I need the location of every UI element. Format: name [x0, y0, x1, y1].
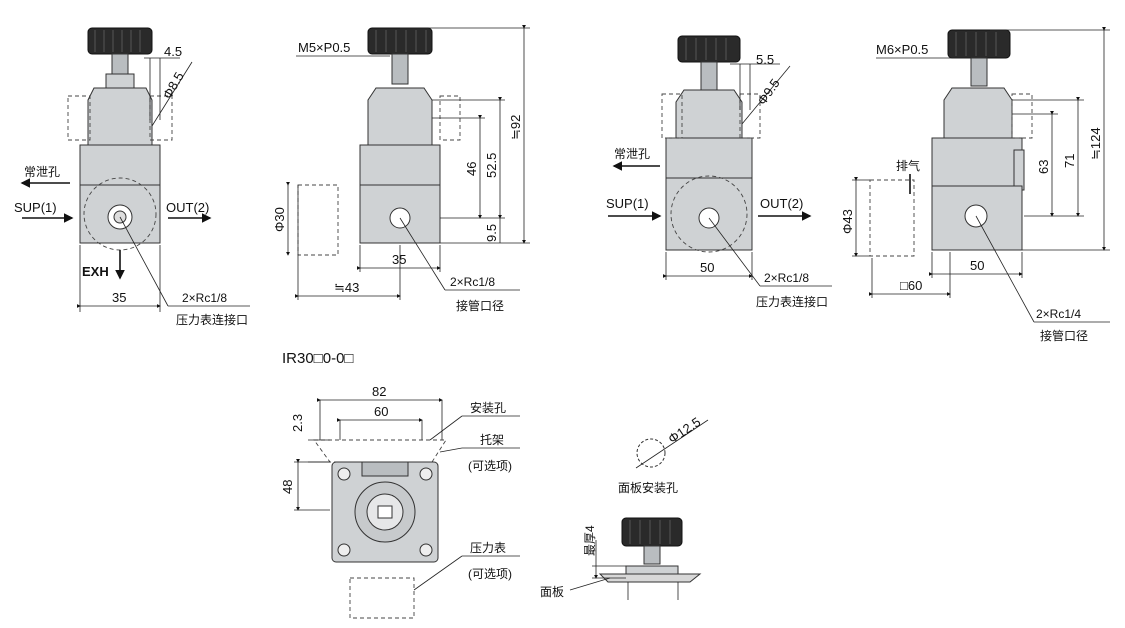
v5-dim-2-3: 2.3: [290, 414, 305, 432]
v5-label-mount-hole: 安装孔: [470, 400, 506, 415]
v5-label-optional-2: (可选项): [468, 567, 512, 581]
v6-label-panel: 面板: [540, 585, 564, 599]
v2-callout-line1: 2×Rc1/8: [450, 275, 495, 289]
v4-dim-50: 50: [970, 258, 984, 273]
v4-dim-square-60: □60: [900, 278, 922, 293]
v2-dim-46: 46: [464, 162, 479, 176]
v1-label-exh: EXH: [82, 264, 109, 279]
v1-dim-4-5: 4.5: [164, 44, 182, 59]
v3-label-supply-hole: 常泄孔: [614, 147, 650, 161]
v2-dim-35: 35: [392, 252, 406, 267]
v3-dim-50: 50: [700, 260, 714, 275]
view3-front: [608, 35, 832, 287]
v5-dim-60: 60: [374, 404, 388, 419]
v3-label-sup: SUP(1): [606, 196, 649, 211]
v5-label-optional-1: (可选项): [468, 459, 512, 473]
v3-label-out: OUT(2): [760, 196, 803, 211]
v2-dim-92: ≒92: [508, 115, 523, 140]
v3-callout-line1: 2×Rc1/8: [764, 271, 809, 285]
v2-dim-9-5: 9.5: [484, 224, 499, 242]
v1-dim-35: 35: [112, 290, 126, 305]
v4-callout-line2: 接管口径: [1040, 328, 1088, 343]
v4-label-exhaust: 排气: [896, 158, 920, 173]
view2-side: [286, 24, 530, 300]
v1-label-out: OUT(2): [166, 200, 209, 215]
v4-callout-line1: 2×Rc1/4: [1036, 307, 1081, 321]
v4-dim-phi-43: Φ43: [840, 209, 855, 234]
v1-callout-line1: 2×Rc1/8: [182, 291, 227, 305]
v4-dim-63: 63: [1036, 160, 1051, 174]
v6-dim-phi-12-5: Φ12.5: [665, 414, 703, 446]
v5-model-code: IR30□0-0□: [282, 350, 353, 367]
v4-thread: M6×P0.5: [876, 42, 928, 57]
v2-callout-line2: 接管口径: [456, 298, 504, 313]
view4-side: [852, 26, 1110, 323]
v3-callout-line2: 压力表连接口: [756, 294, 828, 309]
v2-thread: M5×P0.5: [298, 40, 350, 55]
v2-dim-phi-30: Φ30: [272, 207, 287, 232]
v4-dim-71: 71: [1062, 154, 1077, 168]
view1-front: [20, 27, 250, 312]
v5-dim-82: 82: [372, 384, 386, 399]
v6-label-thickness: 最厚4: [583, 525, 597, 556]
v2-dim-52-5: 52.5: [484, 153, 499, 178]
view6-panel: [569, 419, 709, 600]
knob: [87, 27, 153, 55]
v1-label-sup: SUP(1): [14, 200, 57, 215]
v5-label-bracket: 托架: [480, 433, 504, 447]
v2-dim-43: ≒43: [334, 280, 359, 295]
v1-dim-phi-8-5: Φ8.5: [160, 69, 187, 101]
v4-dim-124: ≒124: [1088, 127, 1103, 160]
view5-top: [294, 398, 520, 619]
v3-dim-5-5: 5.5: [756, 52, 774, 67]
v5-dim-48: 48: [280, 480, 295, 494]
v6-label-panel-hole: 面板安装孔: [618, 480, 678, 495]
v1-label-supply-hole: 常泄孔: [24, 165, 60, 179]
v1-callout-line2: 压力表连接口: [176, 312, 248, 327]
v5-label-gauge: 压力表: [470, 541, 506, 555]
v3-dim-phi-9-5: Φ9.5: [754, 76, 783, 108]
